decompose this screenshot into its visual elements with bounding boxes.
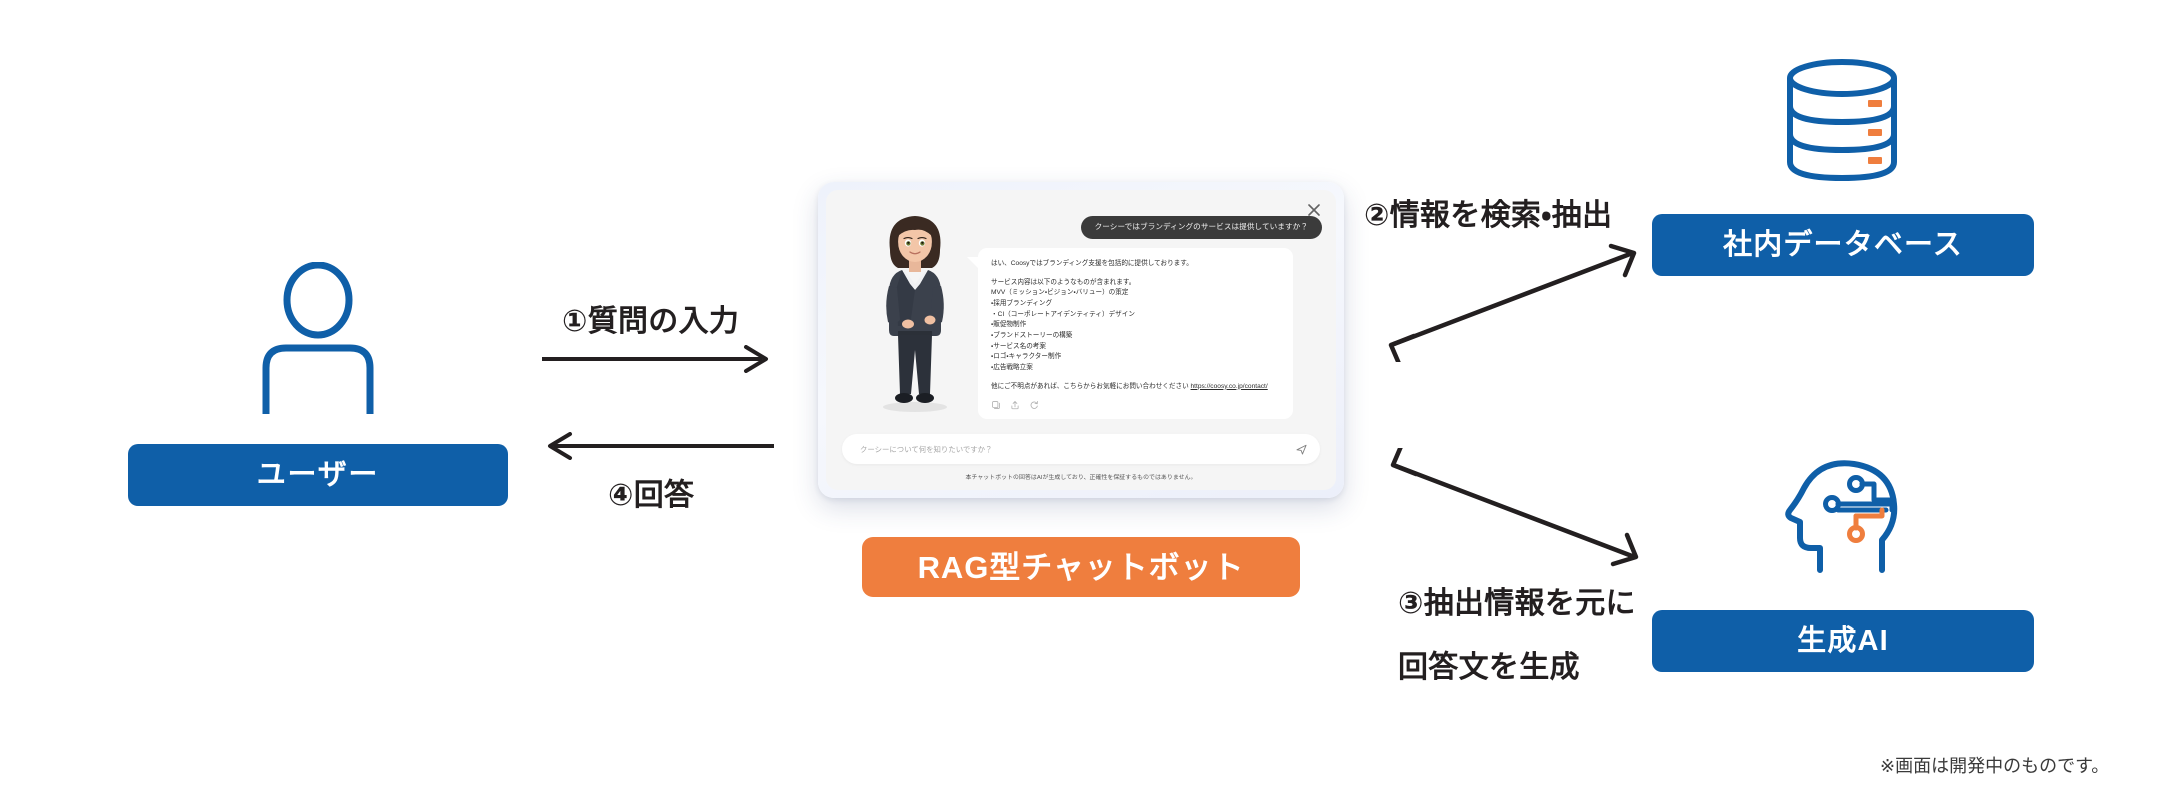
database-label: 社内データベース (1723, 228, 1963, 261)
database-icon (1772, 56, 1912, 184)
bot-intro-text: はい、Coosyではブランディング支援を包括的に提供しております。 (991, 260, 1193, 267)
flow-label-step3: ③抽出情報を元に 回答文を生成 (1398, 578, 1636, 686)
spacer (991, 374, 1280, 382)
user-group: ユーザー (128, 261, 508, 532)
flow-label-step4: ④回答 (608, 479, 695, 512)
user-label: ユーザー (256, 458, 380, 491)
chat-bot-message: はい、Coosyではブランディング支援を包括的に提供しております。 サービス内容… (967, 248, 1293, 420)
bot-bullet: ・ブランドストーリーの構築 (991, 332, 1073, 340)
database-group: 社内データベース (1652, 56, 2034, 292)
flow-label-step3-line1: ③抽出情報を元に (1398, 587, 1636, 620)
chat-input-row[interactable] (842, 434, 1320, 464)
bot-services-heading: サービス内容は以下のようなものが含まれます。 (991, 278, 1136, 286)
contact-link[interactable]: https://coosy.co.jp/contact/ (1190, 382, 1268, 390)
bot-contact-text: 他にご不明点があれば、こちらからお気軽にお問い合わせください (991, 382, 1191, 390)
regenerate-icon[interactable] (1029, 400, 1039, 410)
chat-input[interactable] (858, 443, 1295, 455)
bot-message-actions (991, 400, 1280, 410)
ai-head-icon (1778, 452, 1908, 576)
database-label-box: 社内データベース (1652, 214, 2034, 276)
ai-label: 生成AI (1797, 624, 1889, 657)
chat-user-message: クーシーではブランディングのサービスは提供していますか？ (1080, 216, 1322, 239)
rag-chatbot-label: RAG型チャットボット (917, 549, 1245, 585)
rag-chatbot-badge: RAG型チャットボット (862, 537, 1300, 597)
arrow-question-right (540, 345, 776, 373)
ai-label-box: 生成AI (1652, 610, 2034, 672)
bot-bullet: ・採用ブランディング (991, 300, 1053, 308)
flow-label-step1: ①質問の入力 (562, 305, 740, 338)
arrow-database-bidirectional (1368, 232, 1658, 369)
person-icon (240, 261, 396, 418)
bot-bullet: ・販促物制作 (991, 321, 1027, 329)
footnote: ※画面は開発中のものです。 (1880, 756, 2110, 776)
send-icon[interactable] (1295, 443, 1308, 456)
bot-bullet: ・CI（コーポレートアイデンティティ）デザイン (991, 310, 1135, 318)
user-label-box: ユーザー (128, 444, 508, 506)
share-icon[interactable] (1010, 400, 1020, 410)
ai-group: 生成AI (1652, 452, 2034, 692)
bot-mvv-line: MVV（ミッション・ビジョン・バリュー）の策定 (991, 289, 1129, 297)
flow-label-step3-line2: 回答文を生成 (1398, 651, 1580, 684)
arrow-ai-bidirectional (1370, 441, 1660, 578)
bot-bullet: ・広告戦略立案 (991, 364, 1033, 372)
chatbot-window: クーシーではブランディングのサービスは提供していますか？ はい、Coosyではブ… (826, 190, 1336, 490)
bot-contact-line: 他にご不明点があれば、こちらからお気軽にお問い合わせください https://c… (991, 382, 1280, 393)
flow-label-step2: ②情報を検索・抽出 (1364, 199, 1613, 232)
chatbot-screenshot: クーシーではブランディングのサービスは提供していますか？ はい、Coosyではブ… (818, 182, 1344, 498)
avatar (860, 204, 970, 414)
bot-bullet: ・ロゴ・キャラクター制作 (991, 353, 1062, 361)
copy-icon[interactable] (991, 400, 1001, 410)
close-icon[interactable] (1306, 202, 1322, 218)
spacer (991, 270, 1280, 278)
arrow-answer-left (540, 432, 776, 460)
chat-disclaimer: 本チャットボットの回答はAIが生成しており、正確性を保証するものではありません。 (965, 475, 1197, 481)
bot-bullet: ・サービス名の考案 (991, 342, 1046, 350)
